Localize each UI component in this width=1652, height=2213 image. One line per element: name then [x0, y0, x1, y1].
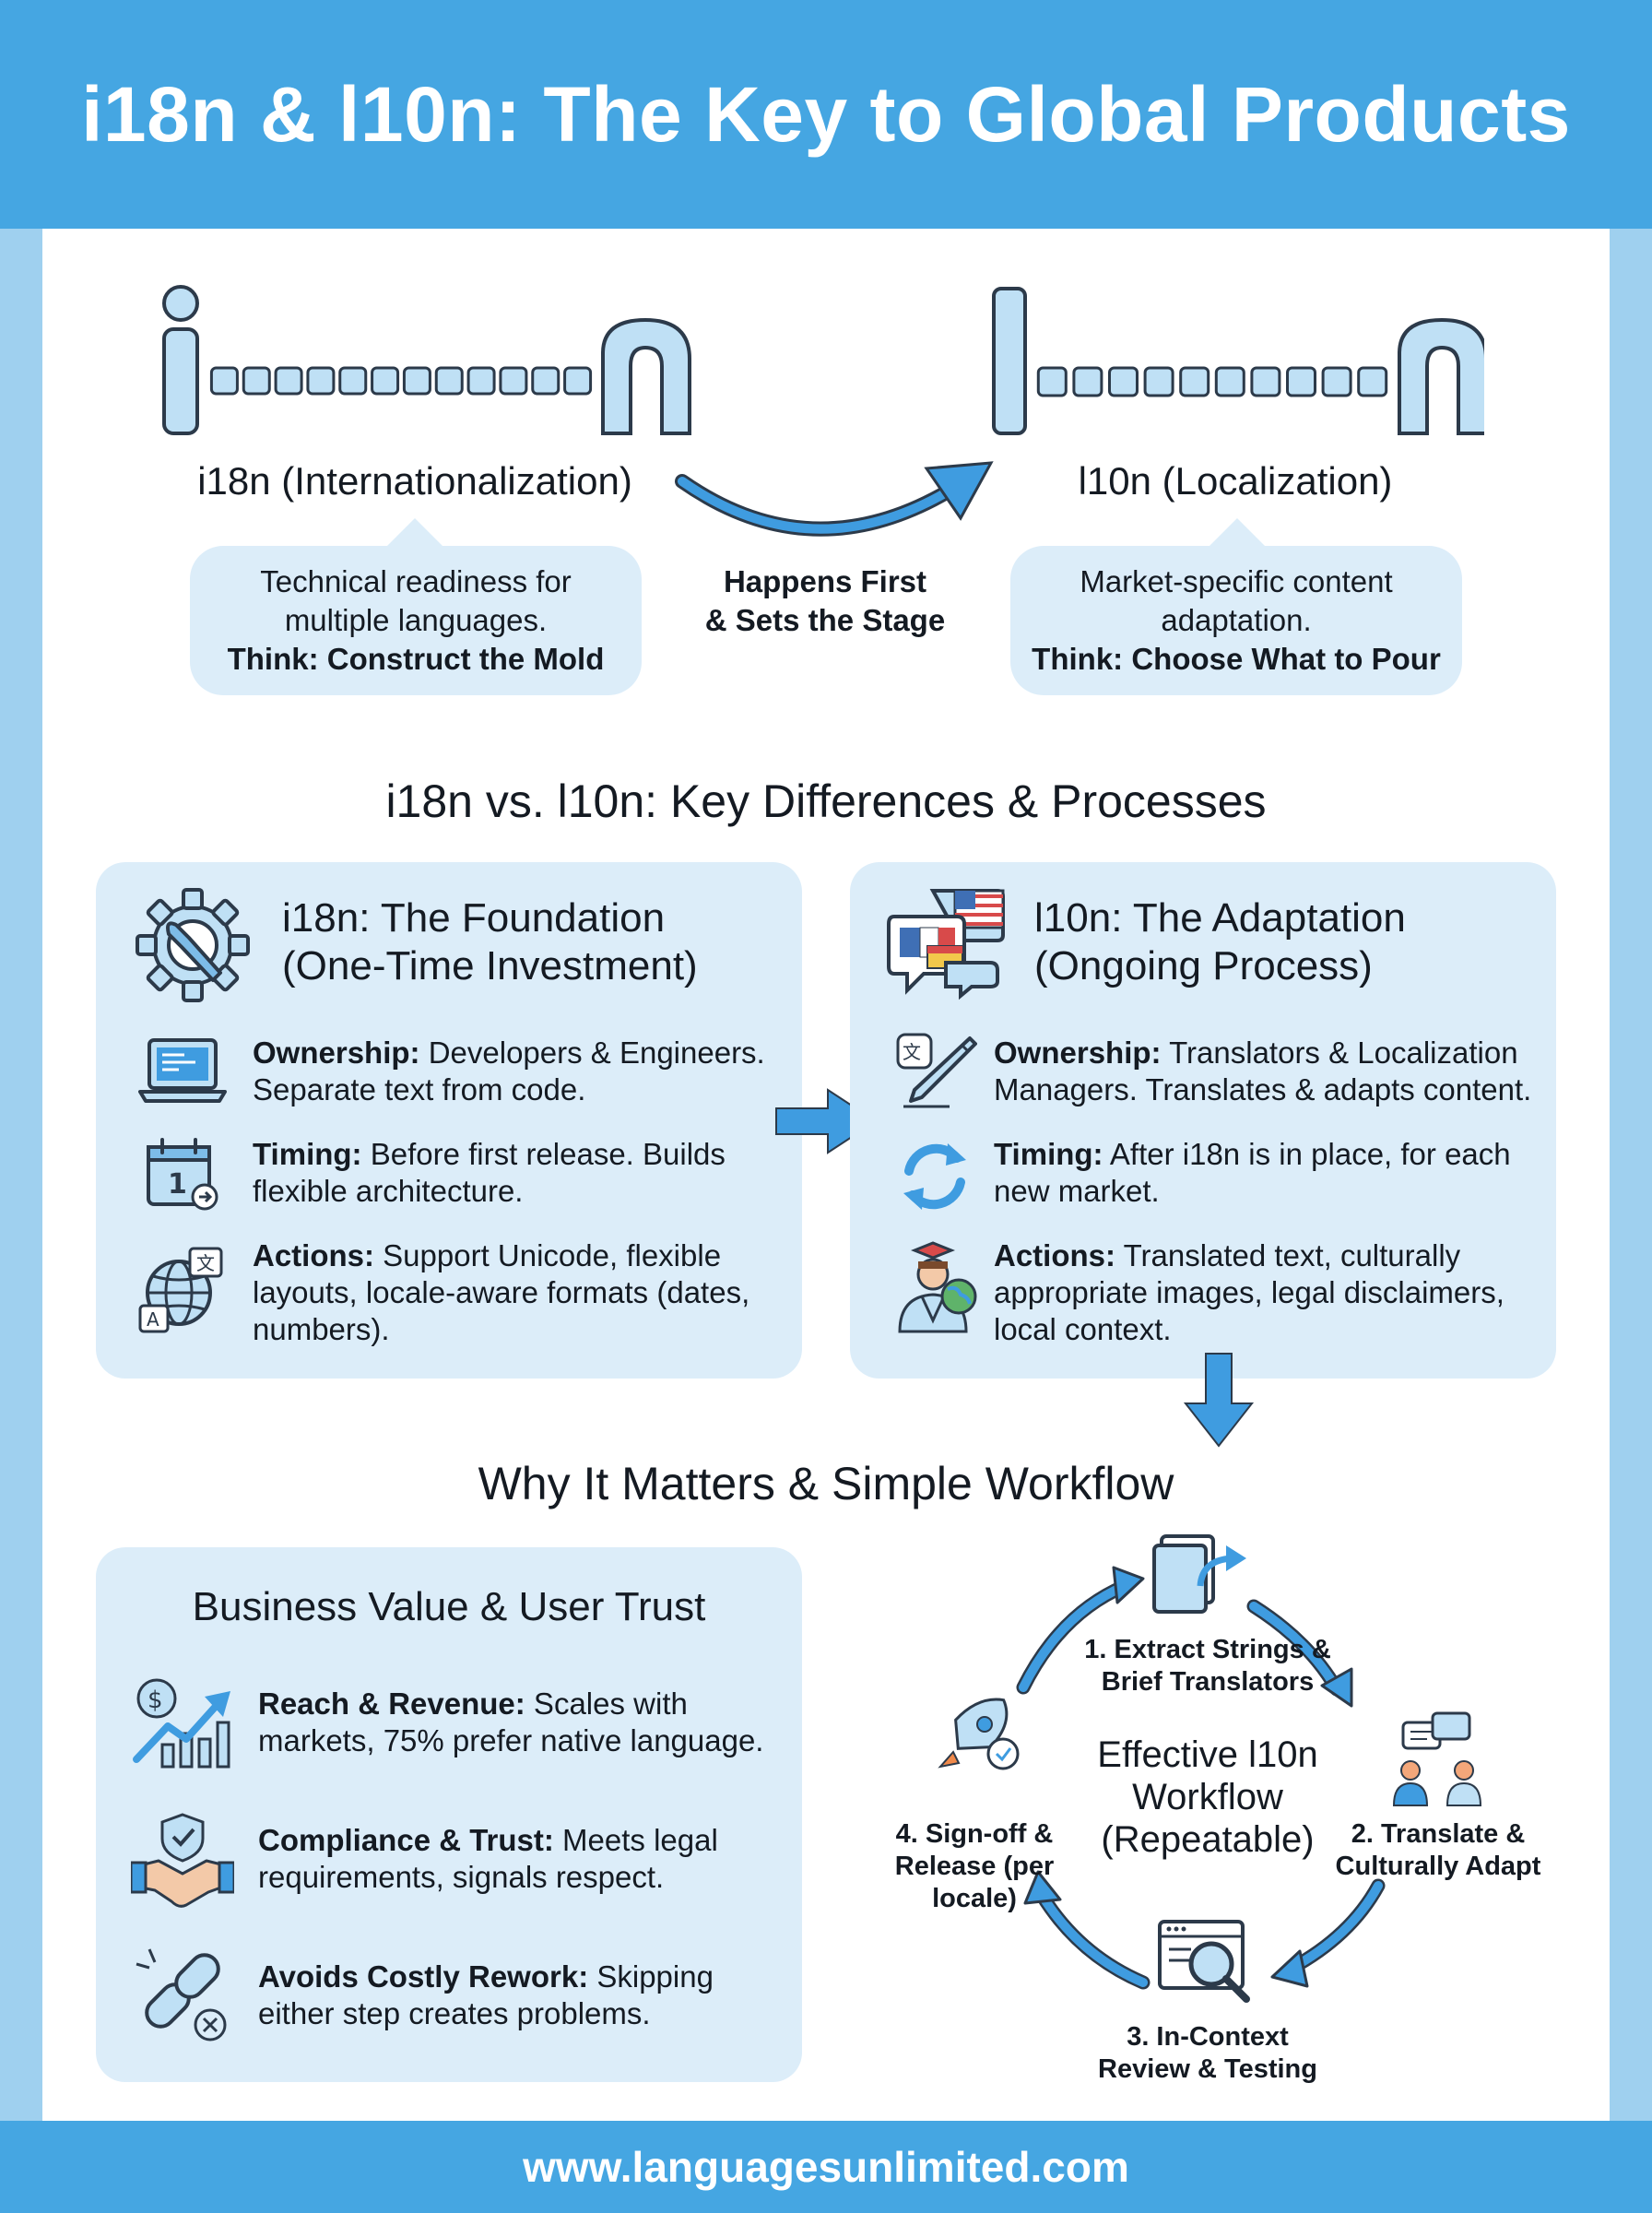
i18n-bubble-line2: multiple languages. [284, 603, 548, 637]
numeronym-square [1357, 366, 1388, 397]
workflow-step-3: 3. In-Context Review & Testing [1098, 2022, 1317, 2084]
page-title: i18n & l10n: The Key to Global Products [81, 70, 1571, 158]
numeronym-square [1321, 366, 1352, 397]
l10n-bubble-tip [1210, 518, 1265, 546]
i18n-letter-i [162, 327, 199, 435]
numeronym-square [1072, 366, 1103, 397]
numeronym-square [1143, 366, 1174, 397]
i18n-row-actions: Actions: Support Unicode, flexible layou… [253, 1238, 750, 1346]
numeronym-square [402, 366, 431, 396]
numeronym-square [466, 366, 496, 396]
value-row-rework: Avoids Costly Rework: Skipping either st… [258, 1959, 714, 2030]
numeronym-square [306, 366, 336, 396]
translate-pen-icon: 文 [896, 1033, 977, 1108]
svg-text:$: $ [148, 1686, 163, 1714]
workflow-step-2: 2. Translate & Culturally Adapt [1335, 1819, 1541, 1881]
refresh-icon [903, 1143, 966, 1210]
value-row-reach: Reach & Revenue: Scales with markets, 75… [258, 1686, 764, 1757]
l10n-row-ownership: Ownership: Translators & Localization Ma… [994, 1035, 1532, 1106]
svg-text:1: 1 [168, 1168, 187, 1201]
footer-url[interactable]: www.languagesunlimited.com [523, 2143, 1129, 2191]
l10n-card-title-line1: l10n: The Adaptation [1034, 895, 1406, 941]
differences-title: i18n vs. l10n: Key Differences & Process… [385, 775, 1267, 827]
laptop-code-icon [138, 1038, 227, 1103]
numeronym-square [1286, 366, 1316, 397]
workflow-center-label: Effective l10n Workflow (Repeatable) [1097, 1734, 1318, 1860]
numeronym-square [563, 366, 593, 396]
l10n-bubble-line1: Market-specific content [1080, 564, 1393, 598]
l10n-middle-letters [1036, 366, 1388, 397]
arrow-note: Happens First & Sets the Stage [682, 562, 968, 640]
i18n-row-ownership: Ownership: Developers & Engineers. Separ… [253, 1035, 765, 1106]
numeronym-square [531, 366, 560, 396]
rocket-launch-icon [938, 1698, 1020, 1770]
globe-translate-icon: 文 A [138, 1247, 223, 1333]
svg-text:A: A [147, 1308, 159, 1331]
people-chat-icon [1392, 1711, 1482, 1806]
broken-link-icon [136, 1948, 227, 2041]
svg-text:文: 文 [196, 1252, 215, 1274]
l10n-row-actions: Actions: Translated text, culturally app… [994, 1238, 1504, 1346]
workflow-step-4: 4. Sign-off & Release (per locale) [894, 1819, 1055, 1913]
numeronym-square [371, 366, 400, 396]
workflow-step-1: 1. Extract Strings & Brief Translators [1084, 1635, 1331, 1697]
workflow-cycle [938, 1534, 1482, 2003]
i18n-wordmark [162, 285, 691, 435]
review-magnifier-icon [1158, 1920, 1250, 2003]
i18n-card-title-line2: (One-Time Investment) [282, 943, 698, 988]
header-banner: i18n & l10n: The Key to Global Products [0, 0, 1652, 229]
numeronym-square [209, 366, 239, 396]
numeronym-square [1108, 366, 1139, 397]
why-title: Why It Matters & Simple Workflow [478, 1458, 1174, 1509]
numeronym-square [1250, 366, 1281, 397]
value-row-compliance: Compliance & Trust: Meets legal requirem… [258, 1823, 718, 1894]
calendar-icon: 1 [147, 1138, 218, 1211]
i18n-middle-letters [209, 366, 593, 396]
curved-arrow-icon [675, 461, 994, 537]
l10n-bubble-think: Think: Choose What to Pour [1032, 642, 1441, 676]
i18n-row-timing: Timing: Before first release. Builds fle… [253, 1137, 726, 1208]
i18n-letter-i-dot [162, 285, 199, 322]
i18n-description-bubble: Technical readiness for multiple languag… [190, 546, 642, 695]
numeronym-square [1036, 366, 1068, 397]
handshake-shield-icon [131, 1813, 234, 1908]
person-globe-icon [898, 1241, 977, 1333]
down-arrow-icon [1183, 1353, 1255, 1448]
arrow-note-line1: Happens First [723, 564, 927, 598]
numeronym-square [499, 366, 528, 396]
numeronym-square [434, 366, 464, 396]
l10n-card-title: l10n: The Adaptation (Ongoing Process) [1034, 894, 1532, 990]
growth-chart-icon: $ [133, 1678, 230, 1769]
l10n-description-bubble: Market-specific content adaptation. Thin… [1010, 546, 1462, 695]
chat-flags-icon [887, 889, 1005, 1000]
svg-text:文: 文 [903, 1041, 921, 1063]
l10n-wordmark [992, 287, 1484, 435]
numeronym-square [274, 366, 303, 396]
i18n-letter-n [601, 317, 691, 435]
business-value-card [96, 1547, 802, 2082]
numeronym-square [1179, 366, 1210, 397]
l10n-letter-l [992, 287, 1027, 435]
i18n-bubble-think: Think: Construct the Mold [227, 642, 605, 676]
l10n-label: l10n (Localization) [1078, 459, 1393, 503]
l10n-letter-n [1398, 317, 1484, 435]
business-value-title: Business Value & User Trust [192, 1584, 706, 1629]
i18n-bubble-tip [387, 518, 442, 546]
i18n-label: i18n (Internationalization) [197, 459, 632, 503]
l10n-card-title-line2: (Ongoing Process) [1034, 943, 1373, 988]
gear-wrench-icon [136, 888, 250, 1002]
i18n-bubble-line1: Technical readiness for [260, 564, 572, 598]
i18n-card-title: i18n: The Foundation (One-Time Investmen… [282, 894, 780, 990]
extract-documents-icon [1152, 1534, 1246, 1614]
numeronym-square [1214, 366, 1245, 397]
arrow-note-line2: & Sets the Stage [704, 603, 946, 637]
numeronym-square [338, 366, 368, 396]
numeronym-square [242, 366, 271, 396]
l10n-row-timing: Timing: After i18n is in place, for each… [994, 1137, 1511, 1208]
l10n-bubble-line2: adaptation. [1161, 603, 1312, 637]
footer-banner: www.languagesunlimited.com [0, 2121, 1652, 2213]
i18n-card-title-line1: i18n: The Foundation [282, 895, 666, 941]
